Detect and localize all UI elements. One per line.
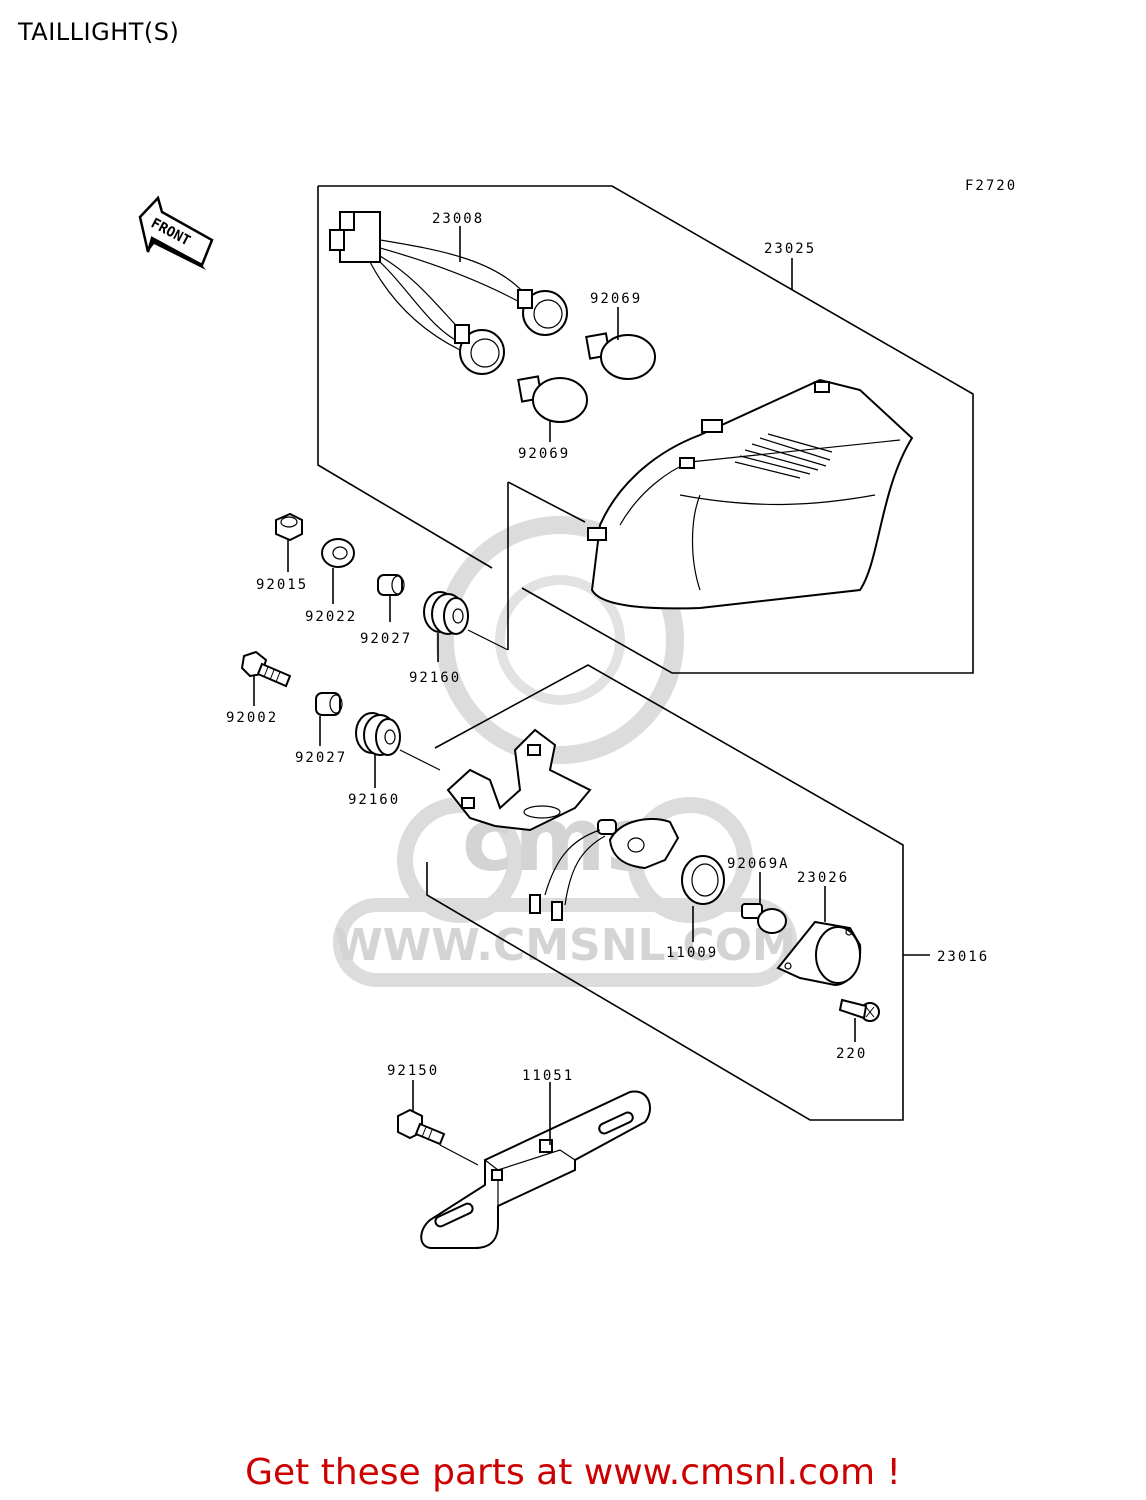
screw-220 xyxy=(838,998,880,1022)
part-label-11051: 11051 xyxy=(522,1068,574,1084)
bolt-92002 xyxy=(240,650,292,688)
nut-92015 xyxy=(275,512,303,542)
part-label-92160-lower: 92160 xyxy=(348,792,400,808)
watermark-url: WWW.CMSNL.COM xyxy=(334,920,796,971)
taillight-lens xyxy=(587,378,914,610)
license-light-bracket xyxy=(446,728,592,832)
license-plate-bracket-11051 xyxy=(420,1090,651,1249)
license-light-socket xyxy=(529,818,680,921)
taillight-assembly-outline xyxy=(318,185,974,674)
part-label-92069A: 92069A xyxy=(727,856,790,872)
grommet-92160-lower xyxy=(355,712,401,756)
part-label-23016: 23016 xyxy=(937,949,989,965)
part-label-23008: 23008 xyxy=(432,211,484,227)
washer-92022 xyxy=(321,538,355,568)
part-label-11009: 11009 xyxy=(666,945,718,961)
o-ring-11009 xyxy=(681,855,725,905)
part-label-92150: 92150 xyxy=(387,1063,439,1079)
license-light-assembly-outline xyxy=(426,664,904,1121)
part-label-92027-upper: 92027 xyxy=(360,631,412,647)
part-label-92069-upper: 92069 xyxy=(590,291,642,307)
front-arrow-icon: FRONT xyxy=(138,195,214,270)
bolt-92150 xyxy=(397,1108,446,1146)
part-label-92022: 92022 xyxy=(305,609,357,625)
part-label-92002: 92002 xyxy=(226,710,278,726)
part-label-92015: 92015 xyxy=(256,577,308,593)
footer-link[interactable]: Get these parts at www.cmsnl.com ! xyxy=(245,1452,901,1493)
wiring-harness-23008 xyxy=(329,211,568,375)
part-label-92160-upper: 92160 xyxy=(409,670,461,686)
figure-code: F2720 xyxy=(965,178,1017,194)
part-label-220: 220 xyxy=(836,1046,867,1062)
collar-92027-upper xyxy=(377,574,405,596)
bulb-92069-lower xyxy=(517,375,588,423)
bulb-92069A xyxy=(741,903,787,934)
bulb-92069-upper xyxy=(585,332,656,380)
part-label-92069-lower: 92069 xyxy=(518,446,570,462)
page-title: TAILLIGHT(S) xyxy=(18,18,180,46)
part-label-92027-lower: 92027 xyxy=(295,750,347,766)
lens-23026 xyxy=(776,920,862,987)
part-label-23026: 23026 xyxy=(797,870,849,886)
collar-92027-lower xyxy=(315,692,343,716)
grommet-92160-upper xyxy=(423,591,469,635)
part-label-23025: 23025 xyxy=(764,241,816,257)
